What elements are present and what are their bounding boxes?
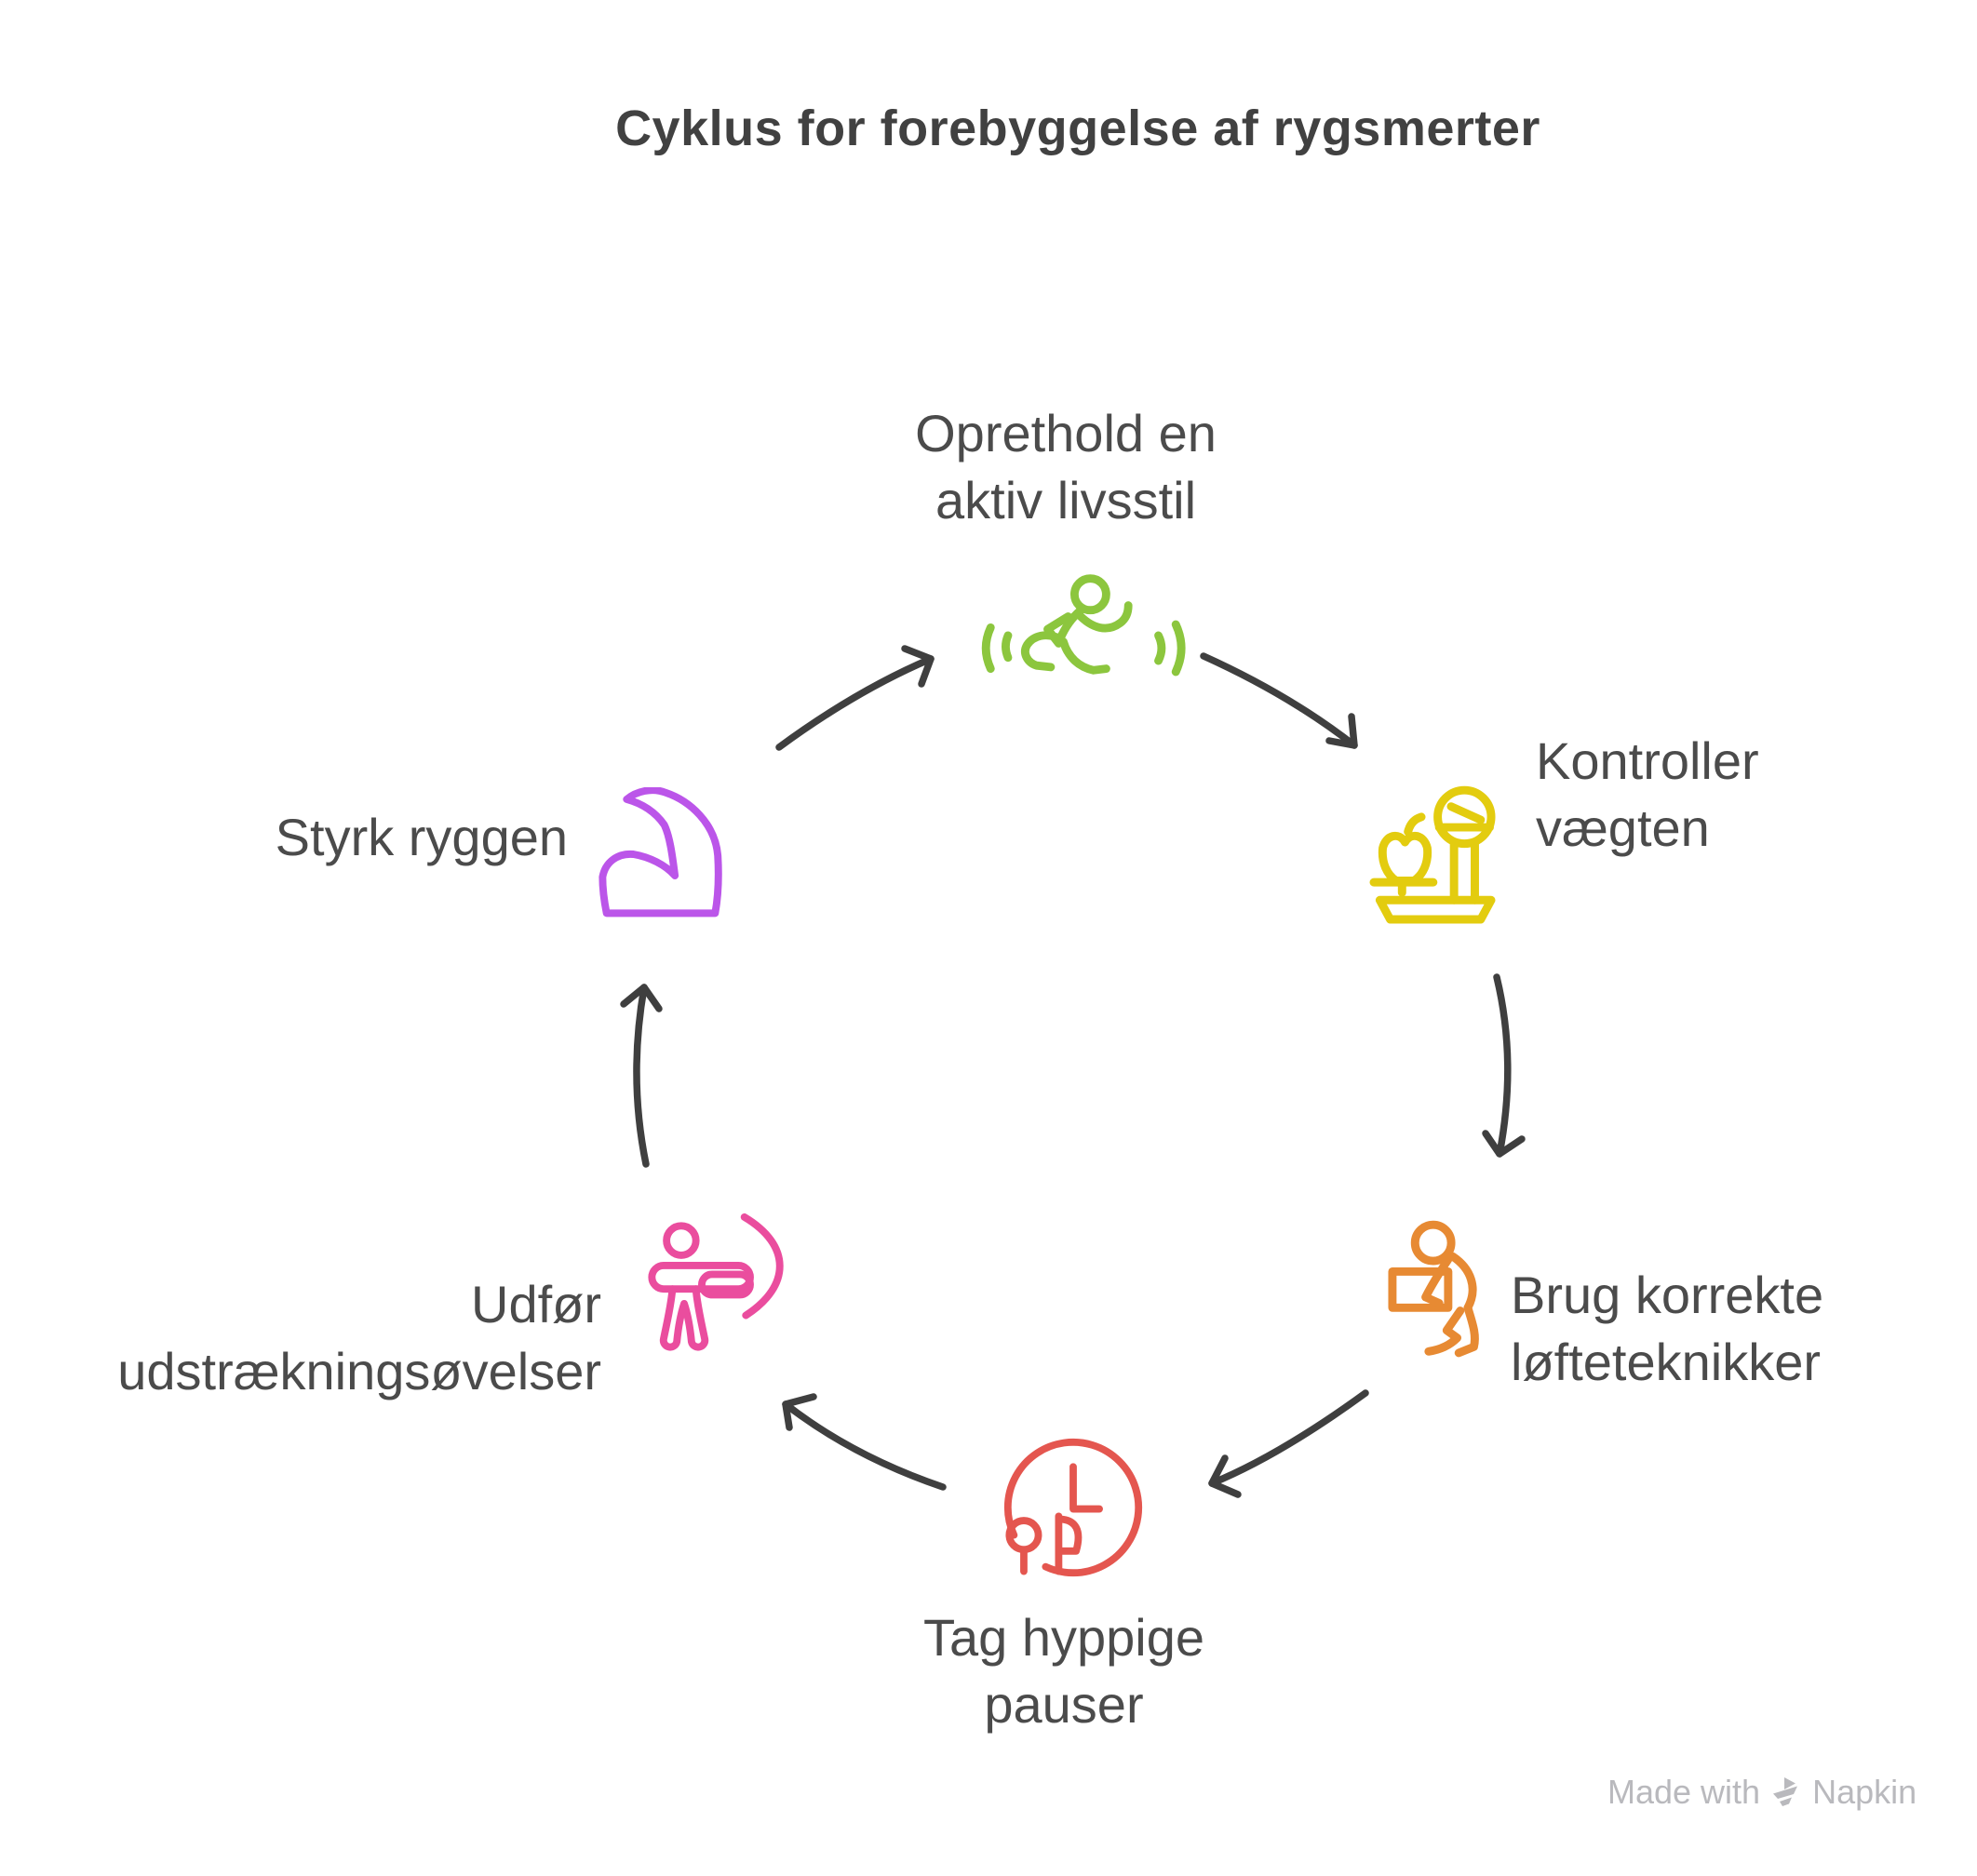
node-label-line: Udfør xyxy=(471,1275,601,1333)
box-lifting-icon xyxy=(1388,1220,1479,1358)
runner-icon xyxy=(981,574,1186,677)
arrow-breaks-to-stretching xyxy=(782,1393,947,1491)
watermark-brand: Napkin xyxy=(1812,1773,1917,1811)
flexed-bicep-icon xyxy=(598,787,722,918)
arrow-lifestyle-to-weight xyxy=(1200,652,1358,749)
node-label-control-weight: Kontroller vægten xyxy=(1536,728,1964,862)
node-label-line: Brug korrekte xyxy=(1511,1266,1824,1324)
node-label-line: udstrækningsøvelser xyxy=(117,1342,601,1400)
arrow-strengthen-to-lifestyle xyxy=(775,645,935,751)
weight-scale-icon xyxy=(1369,785,1496,924)
node-label-line: vægten xyxy=(1536,798,1710,857)
arrow-lifting-to-breaks xyxy=(1208,1389,1369,1498)
watermark-prefix: Made with xyxy=(1607,1773,1761,1811)
node-label-line: Tag hyppige xyxy=(922,1608,1204,1667)
node-label-stretching: Udfør udstrækningsøvelser xyxy=(43,1271,601,1405)
node-label-line: aktiv livsstil xyxy=(935,471,1197,529)
diagram-title: Cyklus for forebyggelse af rygsmerter xyxy=(615,100,1540,156)
node-label-active-lifestyle: Oprethold en aktiv livsstil xyxy=(693,400,1438,534)
node-label-frequent-breaks: Tag hyppige pauser xyxy=(692,1604,1436,1738)
node-label-line: pauser xyxy=(984,1675,1144,1734)
arrow-stretching-to-strengthen xyxy=(620,984,663,1168)
node-label-line: Oprethold en xyxy=(915,404,1217,462)
node-label-lifting-technique: Brug korrekte løfteteknikker xyxy=(1511,1262,1957,1396)
node-label-strengthen-back: Styrk ryggen xyxy=(9,804,568,871)
stretching-archer-icon xyxy=(648,1213,784,1351)
napkin-logo-icon xyxy=(1773,1777,1798,1806)
node-label-line: Styrk ryggen xyxy=(275,808,568,866)
node-label-line: Kontroller xyxy=(1536,731,1759,790)
arrow-weight-to-lifting xyxy=(1482,973,1526,1158)
node-label-line: løfteteknikker xyxy=(1511,1333,1821,1391)
clock-break-icon xyxy=(1003,1438,1143,1577)
napkin-watermark[interactable]: Made with Napkin xyxy=(1607,1773,1916,1812)
